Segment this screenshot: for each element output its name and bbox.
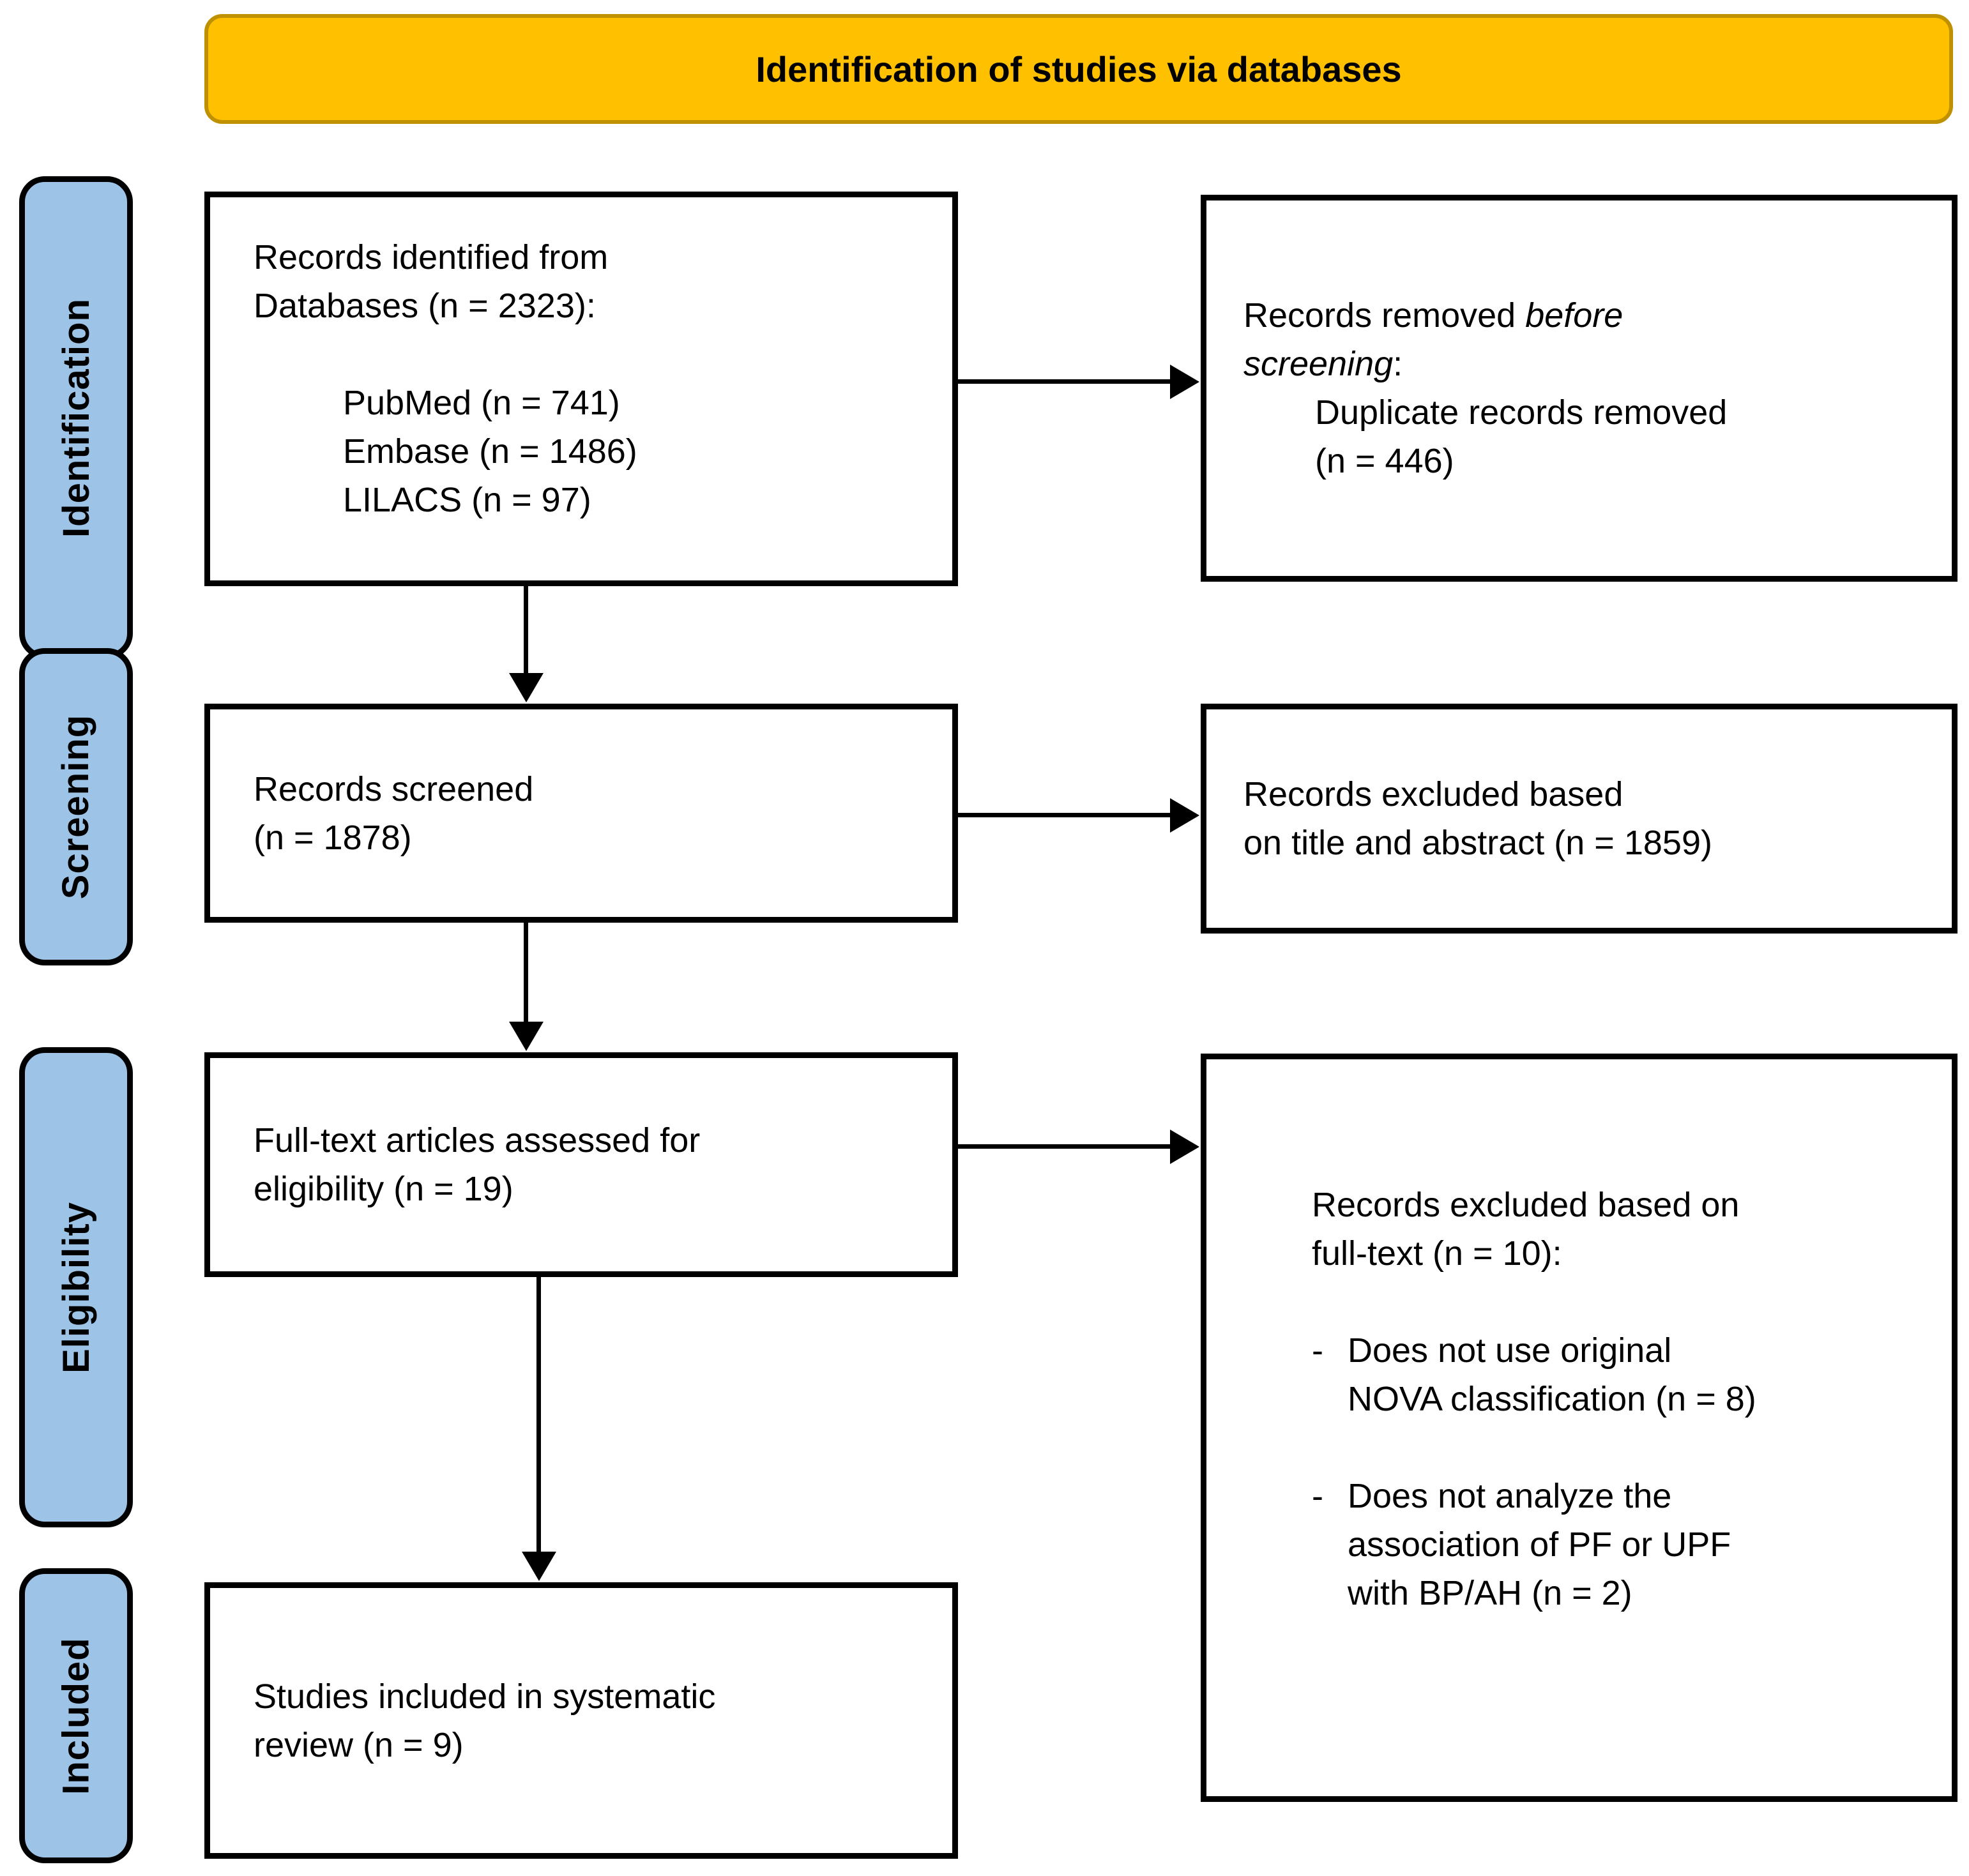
source-item-lilacs: LILACS (n = 97) <box>343 481 591 519</box>
arrow-shaft <box>958 379 1171 384</box>
stage-identification: Identification <box>19 176 133 659</box>
fulltext-assessed-text: Full-text articles assessed for eligibil… <box>254 1121 701 1208</box>
records-identified-heading: Records identified from Databases (n = 2… <box>254 238 609 325</box>
title-banner-label: Identification of studies via databases <box>756 49 1402 89</box>
excluded-title-abstract-box: Records excluded based on title and abst… <box>1201 704 1958 934</box>
stage-eligibility-label: Eligibility <box>55 1201 97 1373</box>
exclusion-reason-association: Does not analyze the association of PF o… <box>1348 1477 1731 1612</box>
studies-included-text: Studies included in systematic review (n… <box>254 1677 716 1764</box>
excluded-fulltext-box: Records excluded based on full-text (n =… <box>1201 1054 1958 1802</box>
stage-screening: Screening <box>19 648 133 965</box>
stage-screening-label: Screening <box>55 714 97 900</box>
arrow-shaft <box>524 586 528 676</box>
records-removed-heading: Records removed before screening: <box>1243 291 1933 388</box>
records-removed-prefix: Records removed <box>1243 296 1526 335</box>
stage-included: Included <box>19 1568 133 1863</box>
arrow-shaft <box>524 923 528 1023</box>
source-item-embase: Embase (n = 1486) <box>343 432 637 471</box>
studies-included-box: Studies included in systematic review (n… <box>204 1582 958 1859</box>
records-screened-box: Records screened (n = 1878) <box>204 704 958 923</box>
bullet-dash-marker: - <box>1312 1477 1323 1515</box>
arrow-shaft <box>536 1277 541 1553</box>
arrow-shaft <box>958 813 1171 817</box>
records-identified-box: Records identified from Databases (n = 2… <box>204 192 958 586</box>
excluded-fulltext-heading: Records excluded based on full-text (n =… <box>1312 1186 1740 1273</box>
records-removed-box: Records removed before screening: Duplic… <box>1201 195 1958 582</box>
exclusion-reason-item: - Does not analyze the association of PF… <box>1312 1472 1920 1617</box>
exclusion-reason-nova: Does not use original NOVA classificatio… <box>1348 1331 1756 1418</box>
bullet-dash-marker: - <box>1312 1331 1323 1370</box>
arrow-head-down-icon <box>509 1022 544 1051</box>
stage-included-label: Included <box>55 1637 97 1795</box>
title-banner: Identification of studies via databases <box>204 14 1953 124</box>
arrow-head-right-icon <box>1170 365 1199 399</box>
exclusion-reason-item: - Does not use original NOVA classificat… <box>1312 1326 1920 1423</box>
records-removed-italic: before screening <box>1243 296 1623 383</box>
source-item-pubmed: PubMed (n = 741) <box>343 384 620 422</box>
excluded-title-abstract-text: Records excluded based on title and abst… <box>1243 775 1712 862</box>
records-removed-colon: : <box>1393 345 1403 383</box>
fulltext-assessed-box: Full-text articles assessed for eligibil… <box>204 1052 958 1277</box>
arrow-head-right-icon <box>1170 798 1199 833</box>
stage-eligibility: Eligibility <box>19 1047 133 1527</box>
stage-identification-label: Identification <box>55 298 97 538</box>
records-screened-text: Records screened (n = 1878) <box>254 769 534 857</box>
duplicates-removed-detail: Duplicate records removed (n = 446) <box>1315 393 1728 480</box>
excluded-fulltext-bullets: - Does not use original NOVA classificat… <box>1312 1326 1920 1617</box>
arrow-head-down-icon <box>522 1552 556 1581</box>
arrow-head-right-icon <box>1170 1130 1199 1164</box>
arrow-head-down-icon <box>509 673 544 702</box>
records-identified-sources: PubMed (n = 741) Embase (n = 1486) LILAC… <box>343 379 933 524</box>
arrow-shaft <box>958 1144 1171 1149</box>
